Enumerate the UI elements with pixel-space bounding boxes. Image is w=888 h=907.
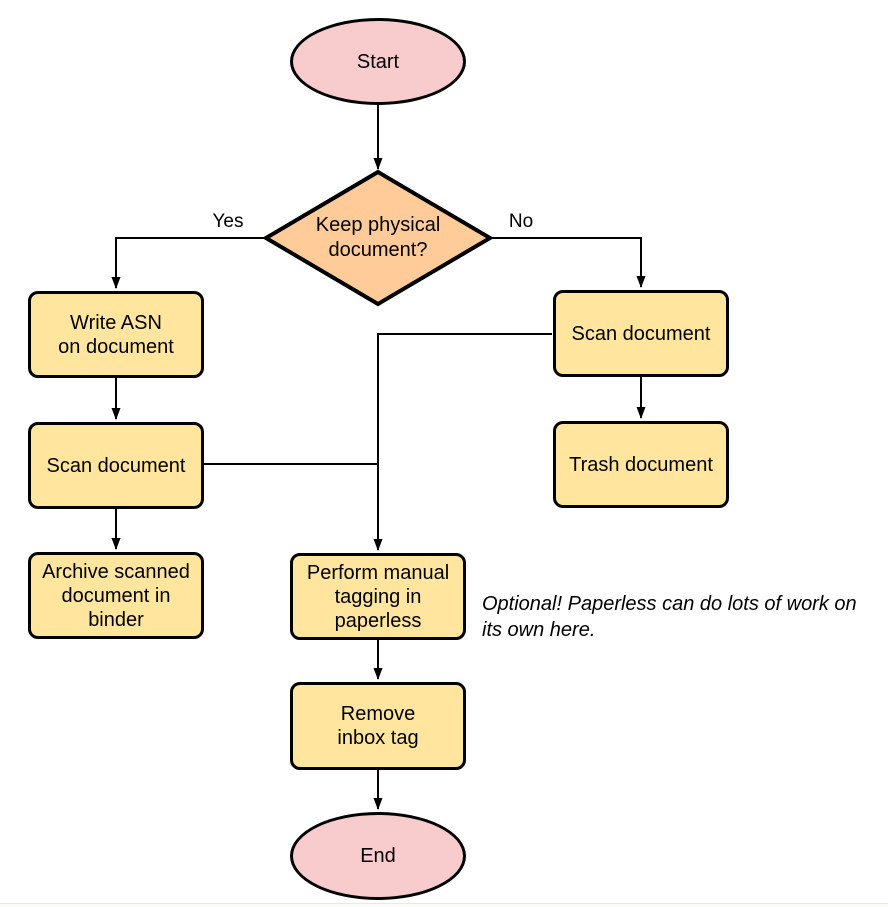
page-bottom-divider: [0, 903, 888, 907]
node-scan-document-right-label: Scan document: [571, 322, 711, 345]
node-start: Start: [290, 18, 466, 105]
node-decision-label: Keep physical document?: [315, 214, 441, 261]
decision-diamond-shape: [262, 169, 494, 307]
node-archive-binder: Archive scanned document in binder: [28, 552, 204, 639]
annotation-optional-note: Optional! Paperless can do lots of work …: [482, 593, 857, 641]
node-decision: Keep physical document?: [266, 172, 490, 304]
node-archive-binder-label: Archive scanned document in binder: [42, 560, 190, 631]
edge-decision-no-to-scan-right: [490, 237, 646, 288]
edge-label-no: No: [508, 211, 534, 232]
node-remove-inbox-tag: Remove inbox tag: [290, 682, 466, 770]
node-remove-inbox-tag-label: Remove inbox tag: [337, 703, 419, 749]
node-start-label: Start: [356, 50, 400, 73]
node-manual-tagging-label: Perform manual tagging in paperless: [306, 561, 450, 632]
node-trash-document-label: Trash document: [569, 453, 713, 476]
node-end: End: [290, 812, 466, 900]
edge-decision-yes-to-write-asn: [111, 237, 266, 289]
node-manual-tagging: Perform manual tagging in paperless: [290, 553, 466, 640]
node-end-label: End: [360, 845, 396, 867]
node-write-asn: Write ASN on document: [28, 291, 204, 378]
node-scan-document-right: Scan document: [553, 290, 729, 377]
edge-scan-right-to-tagging: [373, 333, 552, 551]
node-trash-document: Trash document: [553, 421, 729, 508]
node-write-asn-label: Write ASN on document: [58, 311, 174, 358]
edge-label-yes: Yes: [212, 211, 244, 232]
node-scan-document-left-label: Scan document: [46, 454, 186, 477]
node-scan-document-left: Scan document: [28, 422, 204, 509]
